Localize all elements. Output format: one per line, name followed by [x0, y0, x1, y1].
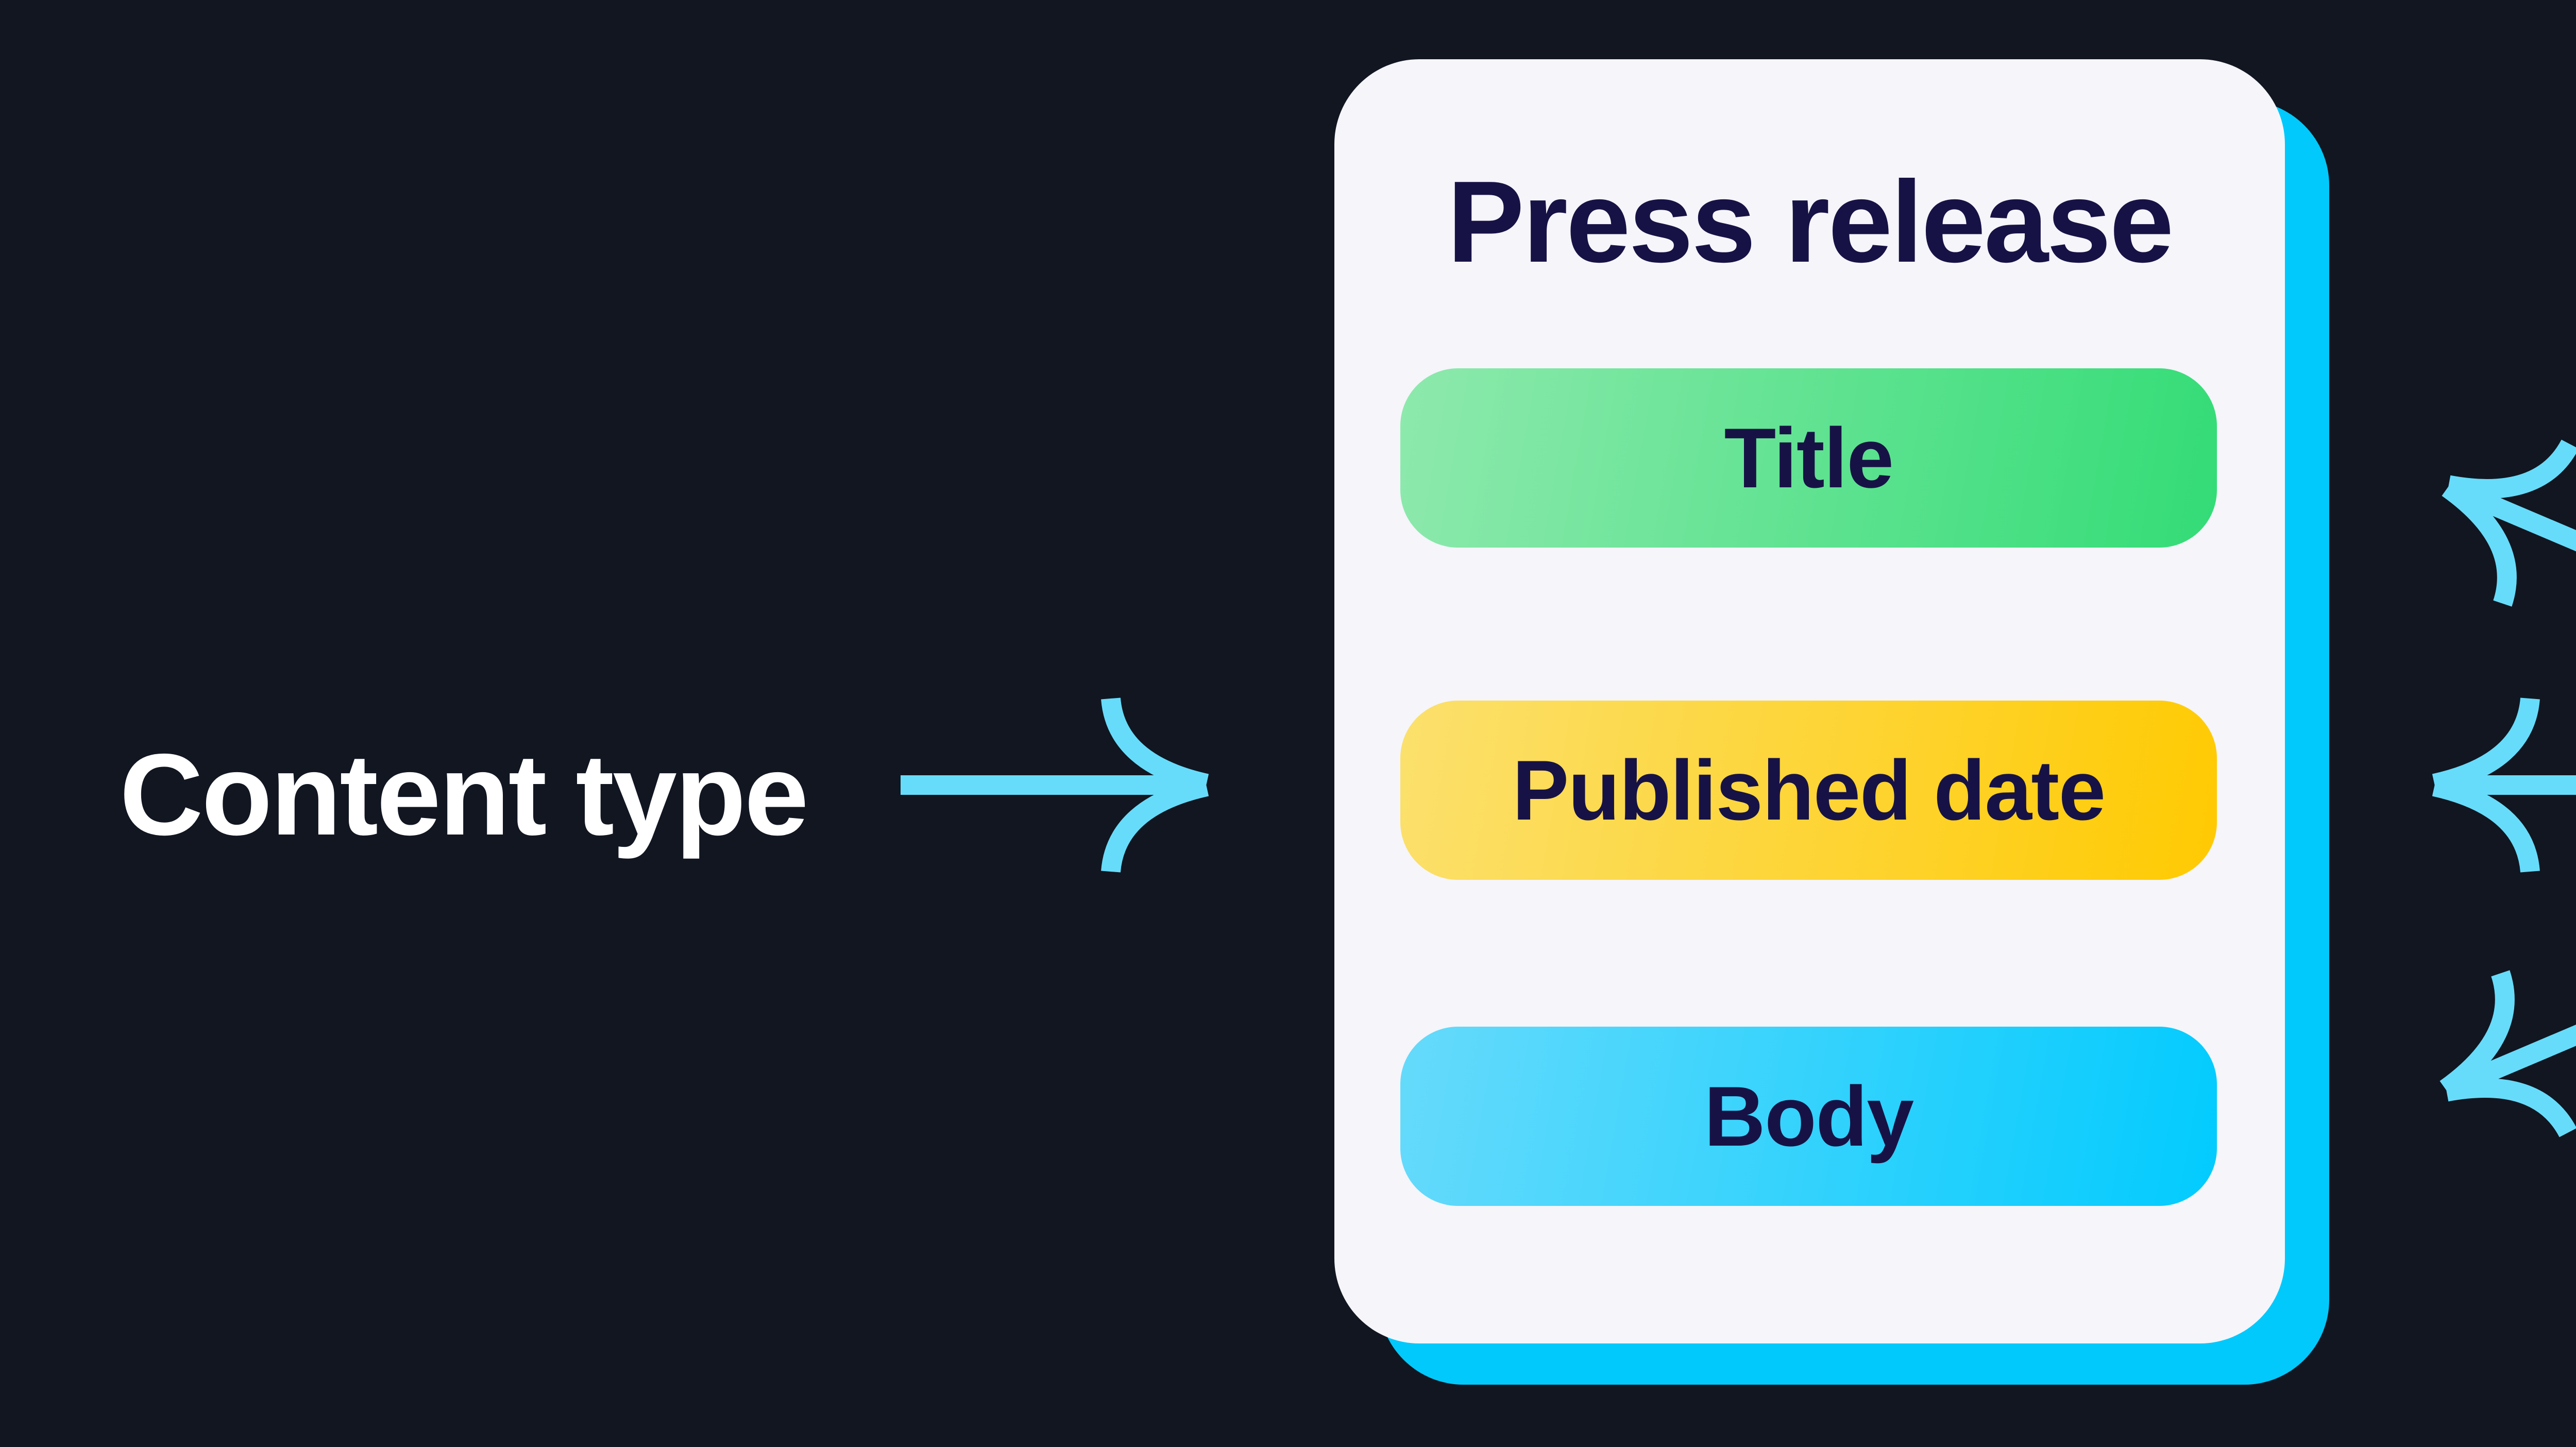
attribute-pill-published-date: Published date: [1400, 701, 2217, 880]
attributes-left-arrow-icon: [2432, 697, 2576, 873]
content-type-right-arrow-icon: [901, 697, 1209, 873]
attribute-pill-label: Published date: [1512, 742, 2106, 838]
attribute-pill-label: Title: [1724, 410, 1894, 505]
attributes-up-left-arrow-icon: [2442, 439, 2576, 615]
attribute-pill-body: Body: [1400, 1027, 2217, 1206]
attributes-down-left-arrow-icon: [2439, 962, 2576, 1137]
content-type-card: Press release Title Published date Body: [1334, 59, 2285, 1343]
card-title: Press release: [1447, 157, 2174, 286]
attribute-pill-title: Title: [1400, 368, 2217, 548]
content-type-label: Content type: [120, 729, 809, 859]
attribute-pill-label: Body: [1704, 1068, 1914, 1164]
